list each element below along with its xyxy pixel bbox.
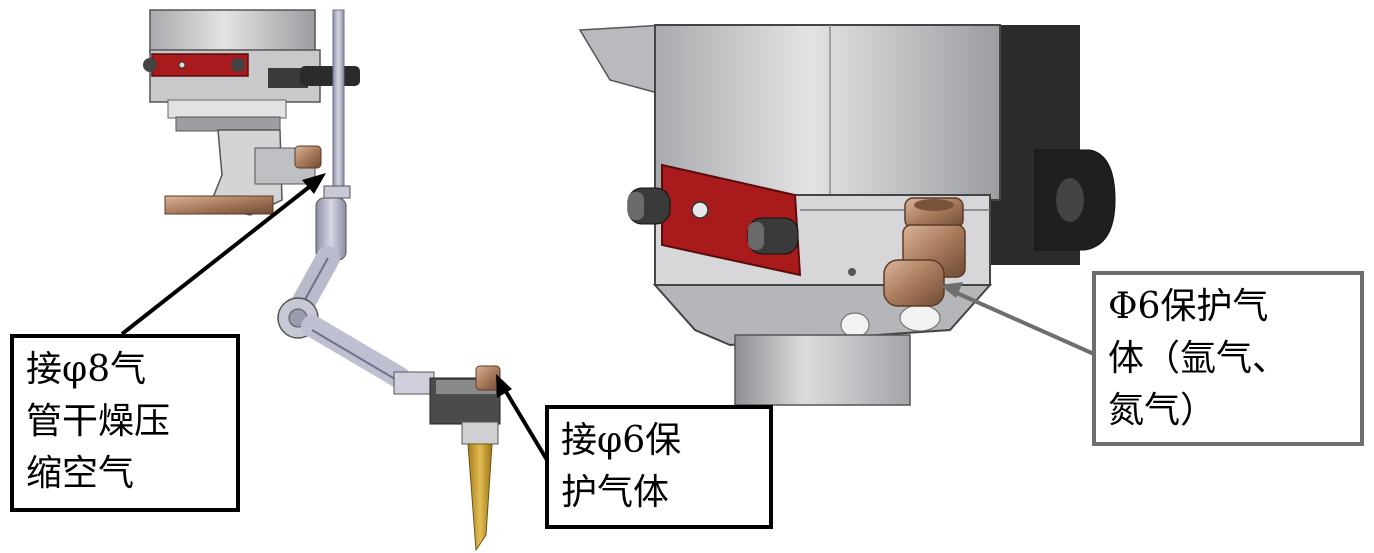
right-chamfer-hole-2 [899,304,941,332]
left-ring [175,116,281,132]
right-main-block [654,24,1001,201]
left-assembly [143,9,501,552]
left-neck [167,99,287,119]
callout-middle: 接φ6保 护气体 [545,405,773,529]
callout-right-line-2: 体（氩气、 [1108,338,1289,379]
left-arm-link-1-edge [301,257,329,306]
left-arm-end [393,371,435,395]
right-fitting-elbow [883,259,945,307]
left-vertical-hose [332,9,345,191]
left-head-housing [149,9,316,53]
callout-middle-line-1: 接φ6保 [561,420,682,461]
left-arm-link-2 [301,315,411,389]
callout-right-line-3: 氮气） [1108,390,1217,431]
right-small-hole [848,268,856,276]
right-assembly [578,24,1116,406]
left-dark-bracket [268,68,308,88]
left-hose-coupling [323,185,351,199]
left-arm-link-2-edge [311,329,401,383]
left-knob-2 [231,58,245,72]
leader-middle-arrowhead [496,374,512,398]
left-fitting [294,145,322,169]
right-top-bracket [578,24,666,96]
left-screw [178,61,186,69]
callout-right: Φ6保护气 体（氩气、 氮气） [1092,271,1364,446]
left-copper-base [164,195,274,215]
right-screw [691,201,709,219]
callout-right-line-1: Φ6保护气 [1108,286,1269,327]
right-knob-1-cap [628,192,644,220]
leader-left-arrowhead [302,173,326,194]
callout-middle-line-2: 护气体 [561,472,670,513]
right-chamfer-hole-1 [840,312,870,338]
left-brass-nozzle [467,443,493,552]
leader-right-arrowhead [940,282,963,298]
leader-middle [500,383,552,467]
callout-left-line-3: 缩空气 [26,453,135,494]
callout-left-line-1: 接φ8气 [26,349,147,390]
leader-left [120,178,320,336]
callout-left: 接φ8气 管干燥压 缩空气 [10,334,240,512]
left-knob-1 [143,58,157,72]
leader-right [949,288,1095,356]
left-nozzle-collar [461,421,499,445]
callout-left-line-2: 管干燥压 [26,401,171,442]
right-lug-hole [1056,178,1084,222]
left-clamp [300,66,360,86]
right-fitting-bore [914,199,954,211]
right-knob-2-cap [748,222,764,250]
right-column [734,334,911,406]
